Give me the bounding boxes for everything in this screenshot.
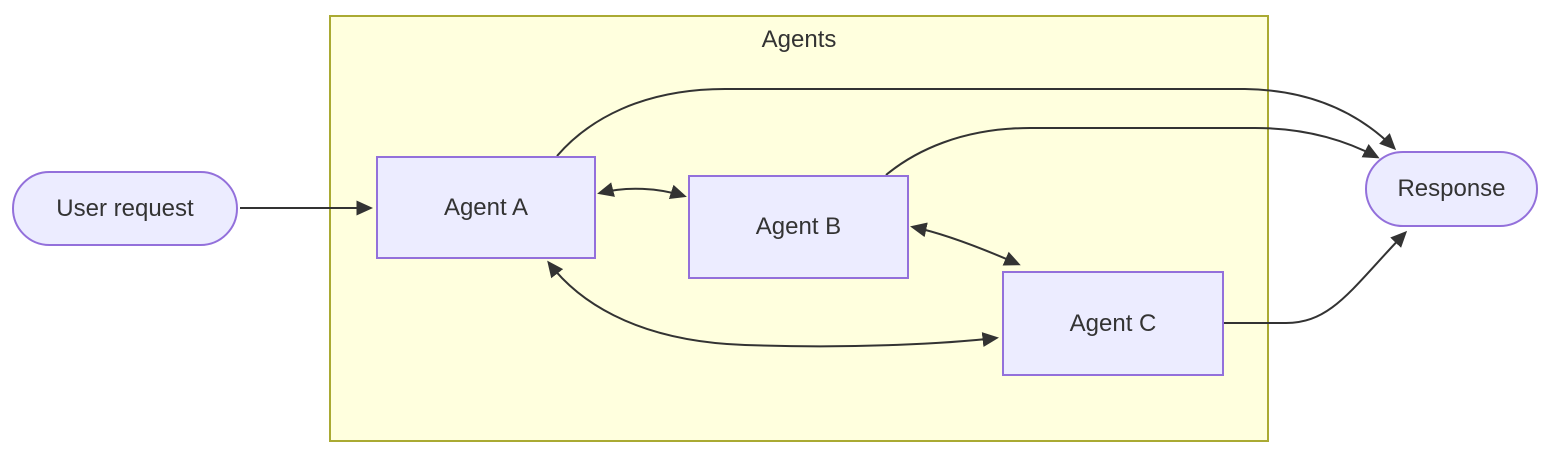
node-response: Response	[1365, 151, 1538, 227]
node-user-request: User request	[12, 171, 238, 246]
node-agent-a-label: Agent A	[443, 193, 529, 221]
node-agent-c-label: Agent C	[1069, 309, 1157, 337]
node-agent-b-label: Agent B	[755, 213, 842, 240]
agents-cluster-label: Agents	[761, 26, 837, 53]
node-agent-c: Agent C	[1002, 271, 1224, 376]
node-agent-a: Agent A	[376, 156, 596, 259]
node-response-label: Response	[1397, 175, 1506, 202]
node-agent-b: Agent B	[688, 175, 909, 279]
node-user-request-label: User request	[56, 194, 194, 222]
